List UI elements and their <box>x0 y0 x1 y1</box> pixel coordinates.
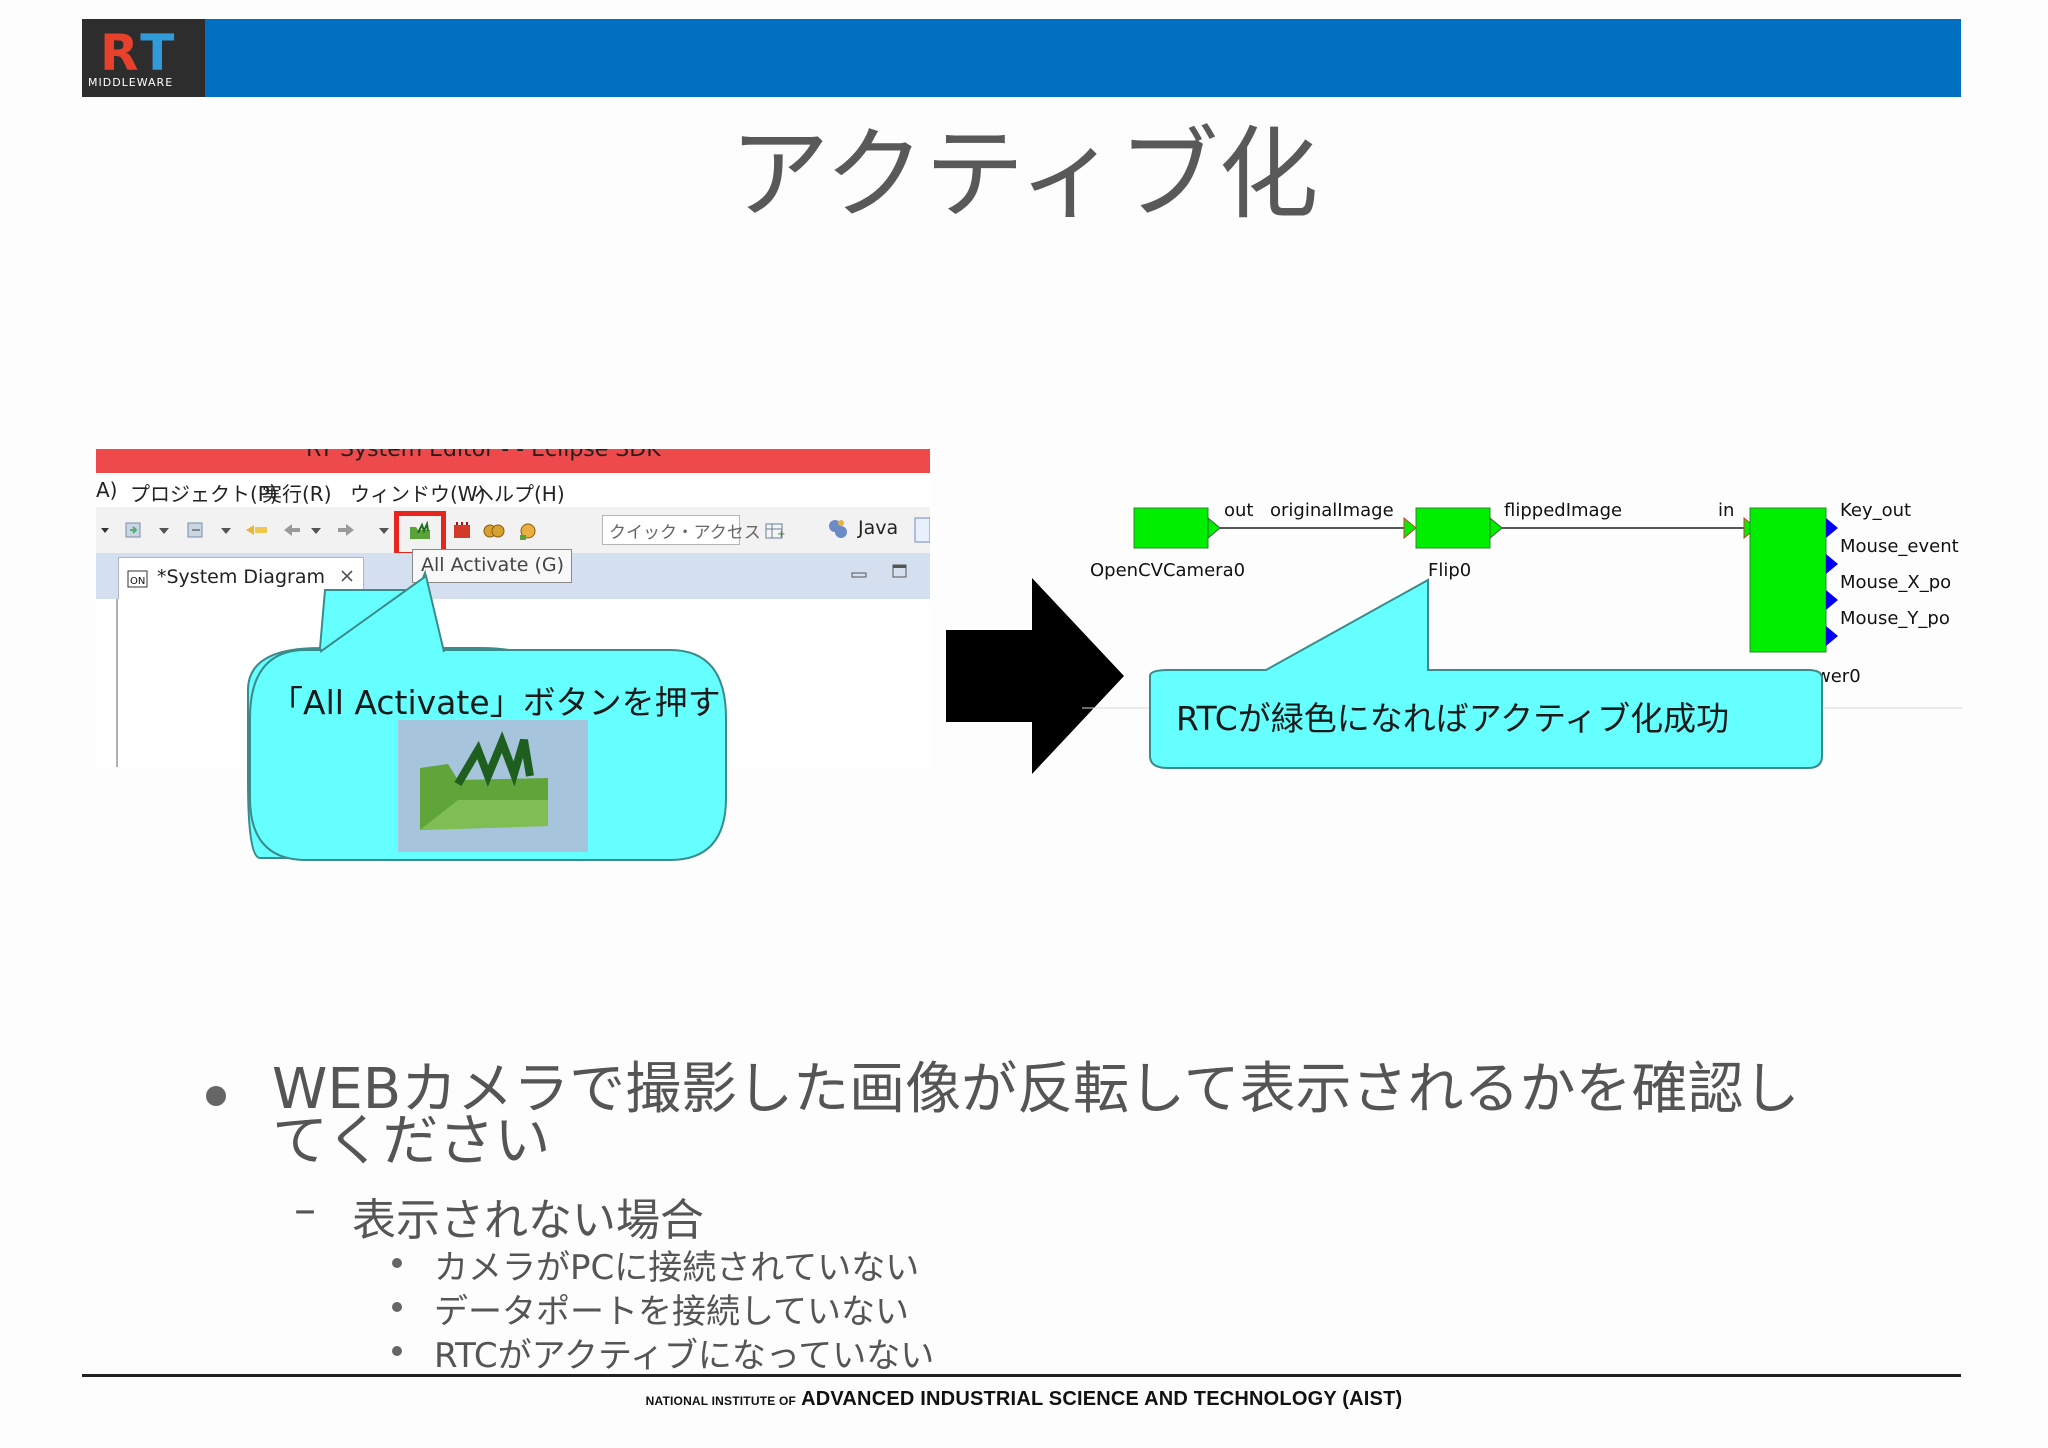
port-label-mouse-x: Mouse_X_po <box>1840 572 1952 593</box>
all-exit-icon[interactable] <box>516 521 540 540</box>
arrow-right-icon <box>946 578 1124 774</box>
sub-item-2: データポートを接続していない <box>434 1292 909 1332</box>
bullet-main-line1: WEBカメラで撮影した画像が反転して表示されるかを確認し <box>272 1057 1800 1122</box>
svg-text:+: + <box>777 529 785 540</box>
all-deactivate-icon[interactable] <box>452 521 472 539</box>
port-label-mouse-y: Mouse_Y_po <box>1840 608 1950 629</box>
toolbar-link-icon[interactable] <box>244 521 270 539</box>
footer-small-text: NATIONAL INSTITUTE OF <box>645 1394 797 1408</box>
system-diagram-icon: ON <box>127 568 149 594</box>
toolbar-export-icon[interactable] <box>186 521 206 539</box>
close-icon[interactable] <box>339 568 355 588</box>
port-label-key-out: Key_out <box>1840 500 1912 521</box>
logo-subtitle: MIDDLEWARE <box>88 76 174 89</box>
port-label-mouse-event: Mouse_event <box>1840 536 1959 557</box>
menu-item-window[interactable]: ウィンドウ(W) <box>350 482 486 506</box>
footer-aist: NATIONAL INSTITUTE OF ADVANCED INDUSTRIA… <box>0 1388 2048 1411</box>
tab-system-diagram[interactable]: ON *System Diagram <box>118 557 364 599</box>
port-label-originalimage: originalImage <box>1270 500 1394 521</box>
rtc-label-flip0: Flip0 <box>1428 560 1472 581</box>
port-mouse-y <box>1826 626 1838 646</box>
java-perspective-icon[interactable] <box>826 517 850 538</box>
eclipse-menu-bar: A) プロジェクト(P) 実行(R) ウィンドウ(W) ヘルプ(H) <box>96 473 930 507</box>
all-activate-icon-enlarged <box>398 720 588 852</box>
rt-perspective-icon[interactable] <box>914 517 930 543</box>
bullet-dot <box>392 1302 402 1312</box>
eclipse-title-bar: RT System Editor - - Eclipse SDK <box>96 449 930 473</box>
footer-divider <box>82 1374 1961 1377</box>
logo-rt-text: RT <box>100 24 179 82</box>
rt-system-diagram <box>1082 507 1962 709</box>
chevron-down-icon[interactable] <box>220 521 232 539</box>
slide-title: アクティブ化 <box>729 116 1319 233</box>
rt-middleware-logo: RT MIDDLEWARE <box>82 19 205 97</box>
port-key-out <box>1826 518 1838 538</box>
tab-system-diagram-label: *System Diagram <box>157 566 325 588</box>
toolbar-import-icon[interactable] <box>124 521 144 539</box>
bullet-dot <box>392 1258 402 1268</box>
menu-item-a[interactable]: A) <box>96 478 118 502</box>
svg-text:ON: ON <box>130 576 145 587</box>
eclipse-toolbar: クイック・アクセス + Java <box>96 507 930 557</box>
maximize-icon[interactable] <box>892 563 908 583</box>
all-reset-icon[interactable] <box>482 521 506 539</box>
menu-item-project[interactable]: プロジェクト(P) <box>130 482 278 506</box>
port-mouse-x <box>1826 590 1838 610</box>
minimize-icon[interactable] <box>850 565 868 584</box>
eclipse-window-title: RT System Editor - - Eclipse SDK <box>306 449 661 462</box>
port-label-flippedimage: flippedImage <box>1504 500 1623 521</box>
bullet-main-line2: てください <box>272 1109 551 1174</box>
port-out <box>1207 516 1221 540</box>
chevron-down-icon[interactable] <box>310 521 322 539</box>
bullet-dot <box>206 1086 226 1106</box>
callout-left-text: 「All Activate」ボタンを押す <box>270 683 721 722</box>
header-bar <box>82 19 1961 97</box>
menu-item-run[interactable]: 実行(R) <box>262 482 332 506</box>
menu-item-help[interactable]: ヘルプ(H) <box>474 482 565 506</box>
canvas-edge <box>116 599 118 767</box>
port-mouse-event <box>1826 554 1838 574</box>
rtc-label-viewer0: wer0 <box>1816 666 1861 687</box>
toolbar-dropdown-icon[interactable] <box>100 521 110 539</box>
arrow-right-icon[interactable] <box>336 521 356 539</box>
callout-right-bubble <box>1149 578 1823 769</box>
callout-right-text: RTCが緑色になればアクティブ化成功 <box>1176 699 1730 738</box>
sub-item-1: カメラがPCに接続されていない <box>434 1248 920 1288</box>
sub-item-3: RTCがアクティブになっていない <box>434 1336 935 1376</box>
callout-left-pointer <box>320 574 445 653</box>
rtc-label-opencvcamera0: OpenCVCamera0 <box>1090 560 1246 581</box>
rtc-viewer0 <box>1749 507 1827 653</box>
rtc-flip0 <box>1415 507 1491 549</box>
rtc-opencvcamera0 <box>1133 507 1209 549</box>
chevron-down-icon[interactable] <box>378 521 390 539</box>
bullet-dot <box>392 1346 402 1356</box>
port-label-out: out <box>1224 500 1254 521</box>
arrow-left-icon[interactable] <box>282 521 302 539</box>
open-perspective-icon[interactable]: + <box>764 521 786 540</box>
sub-bullet-text: 表示されない場合 <box>352 1195 704 1246</box>
java-perspective-label[interactable]: Java <box>858 517 899 539</box>
footer-big-text: ADVANCED INDUSTRIAL SCIENCE AND TECHNOLO… <box>801 1388 1403 1410</box>
quick-access-input[interactable]: クイック・アクセス <box>602 515 761 545</box>
port-label-in: in <box>1718 500 1735 521</box>
port-flippedimage <box>1489 516 1503 540</box>
all-activate-icon[interactable] <box>408 520 432 539</box>
all-activate-tooltip: All Activate (G) <box>412 549 572 583</box>
chevron-down-icon[interactable] <box>158 521 170 539</box>
sub-bullet-dash: – <box>294 1184 316 1235</box>
port-originalimage <box>1403 516 1417 540</box>
